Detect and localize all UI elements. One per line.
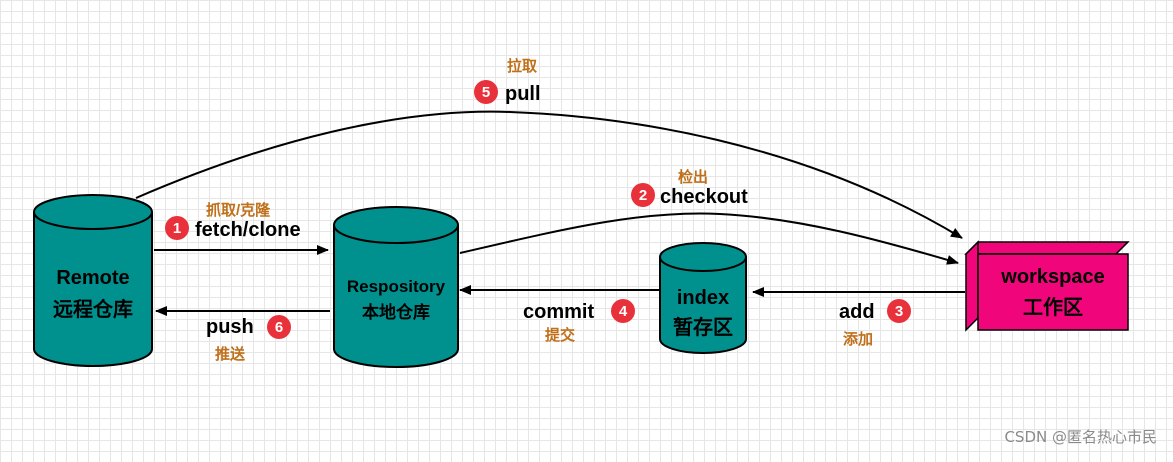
checkout-label-en: checkout: [660, 186, 748, 208]
remote-label-en: Remote: [56, 267, 129, 289]
checkout-label-zh: 检出: [678, 168, 708, 186]
fetch-clone-label-en: fetch/clone: [195, 219, 301, 241]
workspace-label-zh: 工作区: [1023, 295, 1083, 319]
repository-cylinder-body: [334, 225, 458, 367]
pull-label-en: pull: [505, 83, 541, 105]
pull-label-zh: 拉取: [507, 57, 538, 75]
index-label-zh: 暂存区: [673, 315, 733, 339]
step-checkout: 检出 2 checkout: [631, 168, 748, 208]
step-commit: commit 4 提交: [523, 299, 635, 344]
fetch-clone-label-zh: 抓取/克隆: [206, 201, 271, 219]
step-5-number: 5: [482, 84, 490, 101]
step-1-number: 1: [173, 220, 181, 237]
repository-label-zh: 本地仓库: [362, 302, 430, 322]
index-cylinder-top: [660, 243, 746, 271]
local-repository-node: Respository 本地仓库: [334, 207, 458, 367]
add-label-zh: 添加: [843, 330, 873, 348]
remote-cylinder-body: [34, 212, 152, 366]
push-label-en: push: [206, 316, 254, 338]
workspace-box-top: [966, 242, 1128, 254]
step-fetch-clone: 抓取/克隆 1 fetch/clone: [165, 201, 301, 241]
repository-label-en: Respository: [347, 277, 446, 296]
remote-repository-node: Remote 远程仓库: [34, 195, 152, 366]
push-label-zh: 推送: [215, 345, 246, 363]
remote-label-zh: 远程仓库: [53, 297, 133, 321]
index-label-en: index: [677, 287, 729, 309]
workspace-box-side: [966, 242, 978, 330]
step-add: add 3 添加: [839, 299, 911, 348]
csdn-watermark: CSDN @匿名热心市民: [1004, 426, 1157, 447]
step-pull: 拉取 5 pull: [474, 57, 541, 105]
step-6-number: 6: [275, 319, 283, 336]
workspace-label-en: workspace: [1000, 266, 1104, 288]
step-push: push 6 推送: [206, 315, 291, 363]
commit-label-en: commit: [523, 301, 594, 323]
step-2-number: 2: [639, 187, 647, 204]
step-3-number: 3: [895, 303, 903, 320]
commit-label-zh: 提交: [545, 326, 575, 344]
remote-cylinder-top: [34, 195, 152, 229]
add-label-en: add: [839, 301, 875, 323]
step-4-number: 4: [619, 303, 628, 320]
repository-cylinder-top: [334, 207, 458, 243]
index-node: index 暂存区: [660, 243, 746, 353]
workspace-node: workspace 工作区: [966, 242, 1128, 330]
